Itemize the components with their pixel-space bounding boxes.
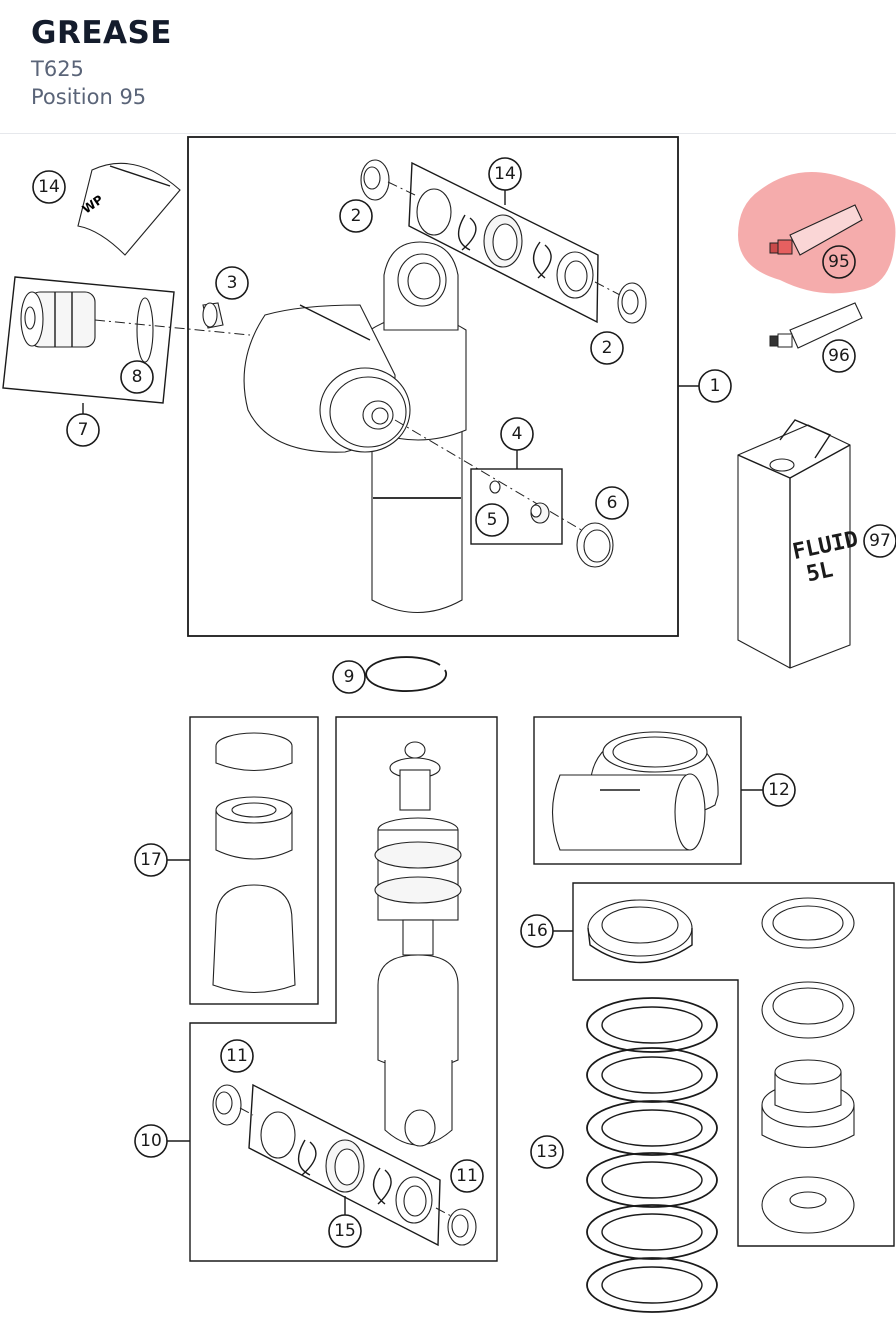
part-valve-3[interactable] — [202, 302, 224, 329]
svg-text:11: 11 — [456, 1166, 478, 1186]
callout-11-lower[interactable]: 11 — [450, 1159, 484, 1193]
part-decal[interactable]: WP — [77, 162, 181, 256]
callout-9[interactable]: 9 — [332, 660, 366, 694]
page-header: GREASE T625 Position 95 — [0, 0, 896, 134]
fluid-can-label-line2: 5L — [804, 557, 835, 587]
model-code: T625 — [31, 57, 84, 81]
assembly-box-damper-10 — [189, 716, 498, 1262]
callout-2-upper[interactable]: 2 — [339, 199, 373, 233]
svg-text:15: 15 — [334, 1221, 356, 1241]
callout-2-right[interactable]: 2 — [590, 331, 624, 365]
part-ring-plates[interactable] — [761, 897, 855, 1234]
svg-text:11: 11 — [226, 1046, 248, 1066]
svg-text:3: 3 — [227, 273, 238, 293]
part-valve-4[interactable] — [530, 502, 550, 524]
callout-6[interactable]: 6 — [595, 486, 629, 520]
callout-7[interactable]: 7 — [66, 413, 100, 447]
part-o-ring-8[interactable] — [136, 297, 154, 363]
callout-13[interactable]: 13 — [530, 1135, 564, 1169]
part-cap-11[interactable] — [447, 1208, 477, 1246]
svg-text:17: 17 — [140, 850, 162, 870]
callout-1[interactable]: 1 — [698, 369, 732, 403]
svg-text:6: 6 — [607, 493, 618, 513]
callout-10[interactable]: 10 — [134, 1124, 168, 1158]
callout-4[interactable]: 4 — [500, 417, 534, 451]
page-title: GREASE — [31, 15, 172, 51]
callout-5[interactable]: 5 — [475, 503, 509, 537]
svg-text:97: 97 — [869, 531, 891, 551]
callout-14-top[interactable]: 14 — [488, 157, 522, 191]
svg-text:7: 7 — [78, 420, 89, 440]
callout-8[interactable]: 8 — [120, 360, 154, 394]
callout-3[interactable]: 3 — [215, 266, 249, 300]
callout-12[interactable]: 12 — [762, 773, 796, 807]
callout-17[interactable]: 17 — [134, 843, 168, 877]
svg-text:14: 14 — [494, 164, 516, 184]
svg-text:95: 95 — [828, 252, 850, 272]
callout-16[interactable]: 16 — [520, 914, 554, 948]
part-bump-stop-stack[interactable] — [212, 732, 296, 994]
seal-kit-box-14 — [408, 161, 599, 324]
part-shock-body[interactable] — [243, 241, 467, 614]
callout-96[interactable]: 96 — [822, 339, 856, 373]
svg-text:9: 9 — [344, 667, 355, 687]
part-coil-spring[interactable] — [586, 997, 718, 1313]
part-preload-adjuster[interactable] — [552, 731, 719, 851]
part-circlip-9[interactable] — [365, 656, 448, 692]
svg-text:13: 13 — [536, 1142, 558, 1162]
callout-97[interactable]: 97 — [863, 524, 896, 558]
svg-text:1: 1 — [710, 376, 721, 396]
callout-95-selected[interactable]: 95 — [822, 245, 856, 279]
assembly-box-7 — [2, 276, 175, 404]
svg-text:10: 10 — [140, 1131, 162, 1151]
part-adjuster[interactable] — [20, 291, 96, 348]
svg-text:8: 8 — [132, 367, 143, 387]
svg-text:14: 14 — [38, 177, 60, 197]
position-label: Position 95 — [31, 85, 147, 109]
svg-text:2: 2 — [351, 206, 362, 226]
svg-text:12: 12 — [768, 780, 790, 800]
part-grease-tube-95[interactable] — [769, 204, 863, 256]
svg-text:4: 4 — [512, 424, 523, 444]
part-spring-seat[interactable] — [587, 899, 693, 964]
callout-11-upper[interactable]: 11 — [220, 1039, 254, 1073]
svg-text:2: 2 — [602, 338, 613, 358]
part-o-ring-5[interactable] — [489, 480, 501, 494]
svg-text:96: 96 — [828, 346, 850, 366]
part-grease-tube-96[interactable] — [769, 302, 863, 349]
svg-text:5: 5 — [487, 510, 498, 530]
part-seal-kit-lower[interactable] — [212, 1084, 433, 1224]
part-cap-6[interactable] — [576, 522, 614, 568]
part-cap-2[interactable] — [617, 282, 647, 324]
svg-text:16: 16 — [526, 921, 548, 941]
part-damper-rod[interactable] — [374, 741, 462, 1147]
part-seal-kit[interactable] — [360, 159, 594, 299]
callout-14-left[interactable]: 14 — [32, 170, 66, 204]
seal-kit-box-15 — [248, 1083, 441, 1247]
callout-15[interactable]: 15 — [328, 1214, 362, 1248]
part-fluid-can-97[interactable]: FLUID 5L — [737, 419, 860, 669]
assembly-box-16 — [572, 882, 895, 1247]
